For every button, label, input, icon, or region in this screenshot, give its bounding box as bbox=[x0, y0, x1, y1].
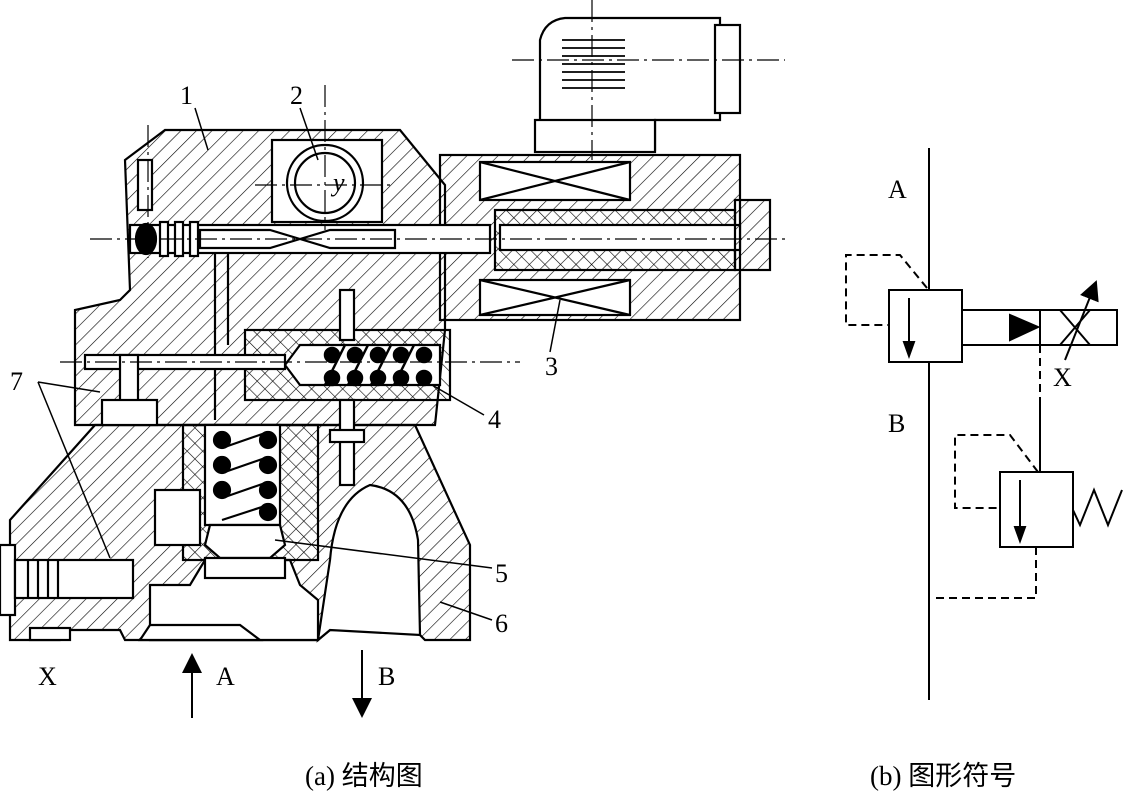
caption-symbol: (b) 图形符号 bbox=[870, 761, 1016, 791]
caption-structure: (a) 结构图 bbox=[305, 761, 423, 791]
relief-spring bbox=[1072, 487, 1123, 528]
drain-line bbox=[931, 547, 1037, 599]
main-poppet bbox=[203, 523, 287, 560]
x-port-cap bbox=[0, 543, 17, 617]
y-label: y bbox=[330, 168, 345, 197]
part-label-3: 3 bbox=[545, 352, 558, 381]
armature-core bbox=[498, 223, 742, 252]
center-lines bbox=[60, 0, 790, 363]
graphic-symbol bbox=[845, 148, 1123, 700]
symbol-port-a: A bbox=[888, 175, 907, 204]
port-label-x: X bbox=[38, 662, 57, 691]
top-pin bbox=[136, 158, 154, 212]
connector-base bbox=[533, 118, 657, 154]
part-label-6: 6 bbox=[495, 609, 508, 638]
port-label-a: A bbox=[216, 662, 235, 691]
flow-arrows bbox=[182, 650, 372, 718]
part-label-4: 4 bbox=[488, 405, 501, 434]
connector-vents bbox=[562, 39, 625, 89]
plug-7-cap bbox=[100, 398, 159, 427]
poppet-seat bbox=[203, 556, 287, 580]
structure-labels: 1 2 3 4 5 6 7 y X A B (a) 结构图 bbox=[10, 81, 558, 791]
symbol-port-b: B bbox=[888, 409, 905, 438]
main-valve-box bbox=[888, 289, 963, 363]
spool bbox=[198, 228, 397, 250]
structure-drawing bbox=[0, 16, 772, 643]
part-label-7: 7 bbox=[10, 367, 23, 396]
pilot-drain bbox=[338, 288, 356, 342]
part-label-5: 5 bbox=[495, 559, 508, 588]
x-port-foot bbox=[28, 626, 72, 642]
symbol-labels: A B X (b) 图形符号 bbox=[870, 175, 1072, 791]
leader-lines bbox=[37, 107, 561, 621]
symbol-port-x: X bbox=[1053, 363, 1072, 392]
solenoid-box-right bbox=[1039, 309, 1118, 346]
part-label-2: 2 bbox=[290, 81, 303, 110]
x-port-plug bbox=[13, 558, 135, 600]
a-inlet-recess bbox=[137, 623, 264, 642]
end-cap bbox=[733, 198, 772, 272]
port-label-b: B bbox=[378, 662, 395, 691]
main-spring bbox=[212, 430, 278, 522]
part-label-1: 1 bbox=[180, 81, 193, 110]
connector-box bbox=[538, 16, 722, 152]
main-pilot-line bbox=[845, 254, 928, 326]
relief-pilot-line bbox=[954, 434, 1039, 509]
relief-valve-box bbox=[999, 471, 1074, 548]
connector-nut bbox=[713, 23, 742, 115]
b-outlet-channel bbox=[316, 483, 422, 643]
